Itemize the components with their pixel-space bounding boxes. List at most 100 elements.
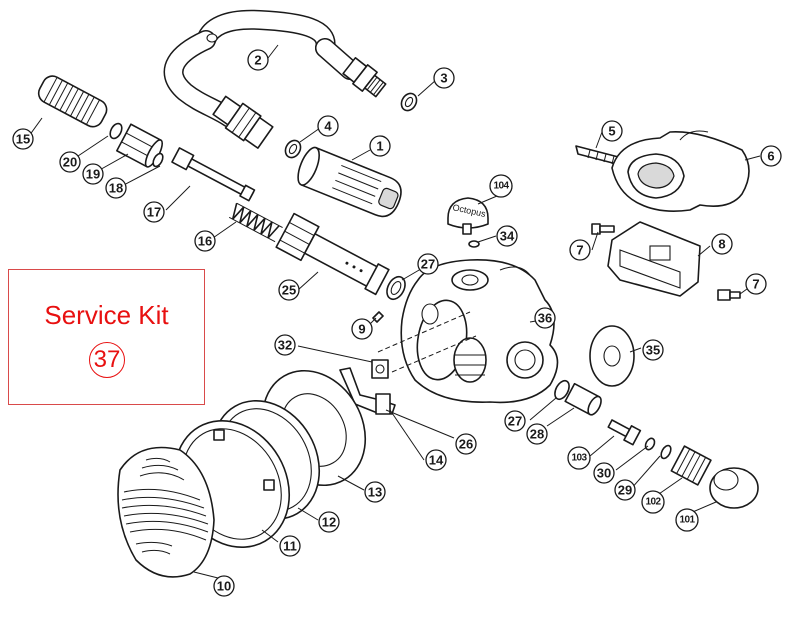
svg-text:20: 20 bbox=[63, 155, 77, 170]
callout-29: 29 bbox=[614, 479, 636, 501]
callout-6: 6 bbox=[760, 145, 782, 167]
part-9-clip bbox=[372, 311, 384, 323]
svg-text:14: 14 bbox=[429, 453, 444, 468]
callout-34: 34 bbox=[496, 225, 518, 247]
callout-14: 14 bbox=[425, 449, 447, 471]
callout-4: 4 bbox=[317, 115, 339, 137]
svg-text:29: 29 bbox=[618, 483, 632, 498]
callout-15: 15 bbox=[12, 128, 34, 150]
part-102-knob bbox=[670, 445, 712, 486]
svg-text:27: 27 bbox=[508, 414, 522, 429]
part-101-cap bbox=[709, 467, 759, 509]
callout-20: 20 bbox=[59, 151, 81, 173]
service-kit-number: 37 bbox=[89, 342, 125, 378]
svg-text:32: 32 bbox=[278, 338, 292, 353]
callout-11: 11 bbox=[279, 535, 301, 557]
svg-text:36: 36 bbox=[538, 311, 552, 326]
service-kit-label: Service Kit bbox=[44, 300, 169, 330]
part-34-oring bbox=[468, 240, 480, 248]
svg-text:4: 4 bbox=[324, 119, 332, 134]
svg-text:13: 13 bbox=[368, 485, 382, 500]
callout-3: 3 bbox=[433, 67, 455, 89]
svg-text:15: 15 bbox=[16, 132, 30, 147]
callout-26: 26 bbox=[455, 433, 477, 455]
svg-text:10: 10 bbox=[217, 579, 231, 594]
svg-text:5: 5 bbox=[608, 124, 615, 139]
callout-30: 30 bbox=[593, 462, 615, 484]
svg-text:28: 28 bbox=[530, 427, 544, 442]
svg-text:2: 2 bbox=[254, 53, 261, 68]
part-17-stem bbox=[171, 147, 256, 202]
svg-text:104: 104 bbox=[494, 181, 510, 192]
part-19-nut bbox=[116, 123, 164, 168]
callout-10: 10 bbox=[213, 575, 235, 597]
svg-text:101: 101 bbox=[680, 515, 696, 526]
part-30-oring bbox=[644, 437, 656, 451]
part-1-purge-cover bbox=[297, 146, 402, 218]
callout-103: 103 bbox=[567, 446, 591, 470]
svg-text:6: 6 bbox=[767, 149, 774, 164]
service-kit-box: Service Kit 37 bbox=[8, 269, 205, 405]
svg-text:3: 3 bbox=[440, 71, 447, 86]
svg-text:102: 102 bbox=[646, 497, 662, 508]
part-35-disc bbox=[589, 325, 635, 387]
callout-5: 5 bbox=[601, 120, 623, 142]
part-15-dust-cap bbox=[37, 75, 108, 128]
part-36-body bbox=[400, 259, 559, 404]
callout-7-upper: 7 bbox=[569, 239, 591, 261]
callout-25: 25 bbox=[278, 279, 300, 301]
svg-text:19: 19 bbox=[86, 167, 100, 182]
svg-text:8: 8 bbox=[718, 237, 725, 252]
part-25-seat-tube bbox=[275, 212, 390, 296]
part-26-lever bbox=[339, 367, 396, 415]
leader-lines bbox=[28, 44, 761, 579]
callout-18: 18 bbox=[105, 177, 127, 199]
svg-text:34: 34 bbox=[500, 229, 515, 244]
part-29-oring bbox=[660, 444, 672, 460]
svg-text:18: 18 bbox=[109, 181, 123, 196]
svg-text:103: 103 bbox=[572, 453, 588, 464]
svg-text:30: 30 bbox=[597, 466, 611, 481]
callout-102: 102 bbox=[641, 490, 665, 514]
dashed-guide bbox=[377, 311, 471, 353]
callout-9: 9 bbox=[351, 318, 373, 340]
part-16-spring bbox=[228, 202, 283, 243]
svg-text:27: 27 bbox=[421, 257, 435, 272]
part-32-lever-pin bbox=[371, 359, 389, 379]
callout-36: 36 bbox=[534, 307, 556, 329]
part-7-screw-upper bbox=[591, 223, 615, 235]
callout-101: 101 bbox=[675, 508, 699, 532]
part-7-screw-lower bbox=[717, 289, 741, 301]
part-6-mouthpiece bbox=[611, 130, 750, 212]
callout-17: 17 bbox=[143, 201, 165, 223]
part-20-oring bbox=[109, 122, 123, 140]
callout-2: 2 bbox=[247, 49, 269, 71]
svg-text:9: 9 bbox=[358, 322, 365, 337]
callout-27-upper: 27 bbox=[417, 253, 439, 275]
part-103-valve bbox=[607, 419, 642, 446]
callout-28: 28 bbox=[526, 423, 548, 445]
svg-text:26: 26 bbox=[459, 437, 473, 452]
callout-27-lower: 27 bbox=[504, 410, 526, 432]
svg-text:35: 35 bbox=[646, 343, 660, 358]
svg-text:7: 7 bbox=[576, 243, 583, 258]
callout-8: 8 bbox=[711, 233, 733, 255]
svg-text:7: 7 bbox=[752, 277, 759, 292]
callout-1: 1 bbox=[369, 135, 391, 157]
callout-13: 13 bbox=[364, 481, 386, 503]
callout-16: 16 bbox=[194, 230, 216, 252]
callout-32: 32 bbox=[274, 334, 296, 356]
callout-12: 12 bbox=[318, 511, 340, 533]
part-18-oring bbox=[152, 152, 164, 168]
part-10-front-cover bbox=[117, 446, 215, 578]
svg-text:1: 1 bbox=[376, 139, 383, 154]
callout-104: 104 bbox=[489, 174, 513, 198]
part-27-oring-lower bbox=[554, 379, 570, 401]
svg-text:16: 16 bbox=[198, 234, 212, 249]
svg-text:12: 12 bbox=[322, 515, 336, 530]
svg-text:25: 25 bbox=[282, 283, 296, 298]
callout-7-lower: 7 bbox=[745, 273, 767, 295]
part-104-cap: Octopus bbox=[447, 197, 489, 235]
part-2-hose bbox=[163, 9, 387, 149]
